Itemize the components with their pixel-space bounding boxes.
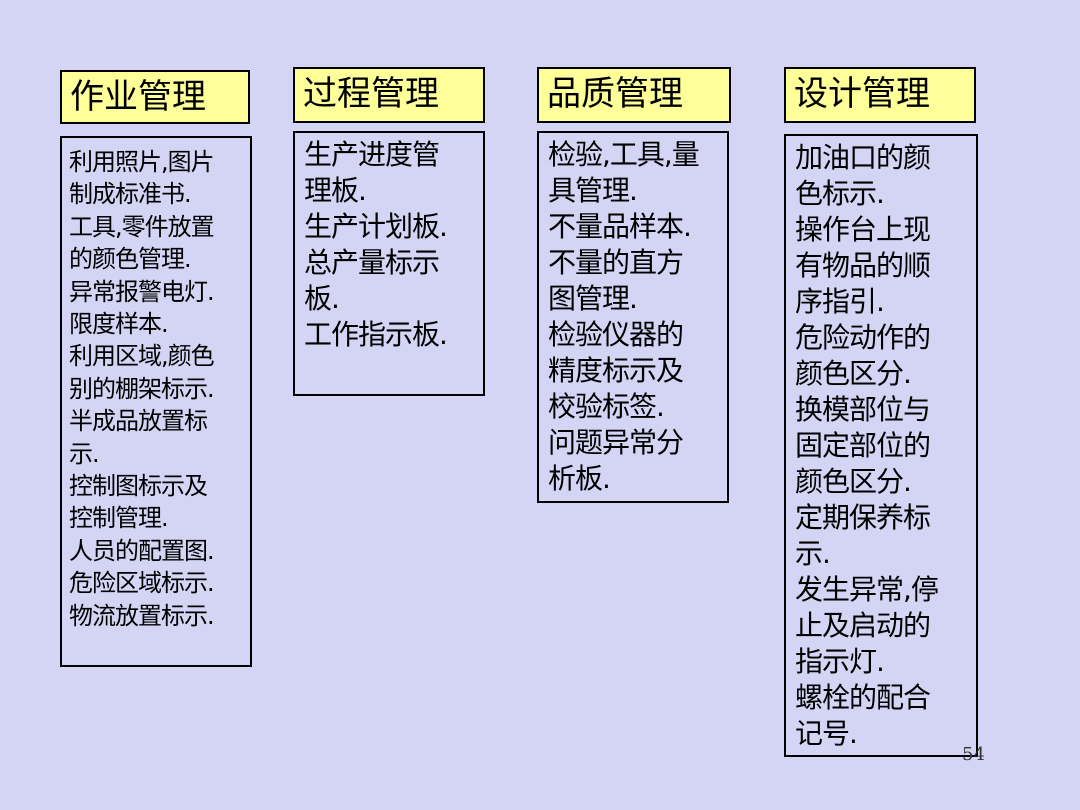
list-item: 控制图标示及 — [69, 472, 208, 501]
list-item: 制成标准书. — [69, 180, 192, 209]
list-item: 工具,零件放置 — [69, 212, 215, 241]
column-box-design-management: 加油口的颜 色标示. 操作台上现 有物品的顺 序指引. 危险动作的 颜色区分. … — [784, 134, 978, 757]
column-header-operation-management: 作业管理 — [60, 70, 250, 124]
list-item: 的颜色管理. — [69, 245, 192, 274]
list-item: 具管理. — [548, 174, 638, 207]
list-item: 换模部位与 — [795, 393, 931, 426]
list-item: 板. — [304, 282, 340, 315]
list-item: 记号. — [795, 717, 858, 750]
list-item: 利用照片,图片 — [69, 148, 215, 176]
list-item: 生产进度管 — [304, 138, 440, 171]
list-item: 危险区域标示. — [69, 569, 215, 598]
list-item: 人员的配置图. — [69, 536, 215, 565]
list-item: 不量品样本. — [548, 210, 692, 243]
column-box-operation-management: 利用照片,图片 制成标准书. 工具,零件放置 的颜色管理. 异常报警电灯. 限度… — [60, 136, 252, 667]
list-item: 精度标示及 — [548, 354, 684, 387]
column-box-quality-management: 检验,工具,量 具管理. 不量品样本. 不量的直方 图管理. 检验仪器的 精度标… — [537, 131, 729, 503]
list-item: 危险动作的 — [795, 321, 931, 354]
list-item: 析板. — [548, 462, 611, 495]
column-header-design-management: 设计管理 — [784, 67, 976, 123]
list-item: 止及启动的 — [795, 609, 931, 642]
list-item: 不量的直方 — [548, 246, 684, 279]
list-item: 示. — [69, 439, 100, 468]
list-item: 异常报警电灯. — [69, 277, 215, 306]
list-item: 检验仪器的 — [548, 318, 684, 351]
column-box-process-management: 生产进度管 理板. 生产计划板. 总产量标示 板. 工作指示板. — [293, 131, 485, 396]
list-item: 图管理. — [548, 282, 638, 315]
column-header-process-management: 过程管理 — [293, 67, 485, 123]
list-item: 利用区域,颜色 — [69, 342, 215, 371]
list-item: 发生异常,停 — [795, 573, 939, 606]
list-item: 示. — [795, 537, 831, 570]
list-item: 操作台上现 — [795, 213, 931, 246]
list-item: 别的棚架标示. — [69, 374, 215, 403]
list-item: 物流放置标示. — [69, 601, 215, 630]
list-item: 总产量标示 — [304, 246, 440, 279]
list-item: 固定部位的 — [795, 429, 931, 462]
list-item: 理板. — [304, 174, 367, 207]
list-item: 限度样本. — [69, 310, 169, 339]
list-item: 问题异常分 — [548, 426, 684, 459]
list-item: 检验,工具,量 — [548, 138, 700, 171]
column-header-quality-management: 品质管理 — [537, 67, 731, 123]
list-item: 螺栓的配合 — [795, 681, 931, 714]
list-item: 颜色区分. — [795, 357, 912, 390]
list-item: 控制管理. — [69, 504, 169, 533]
page-number: 54 — [962, 744, 985, 765]
list-item: 序指引. — [795, 285, 885, 318]
list-item: 半成品放置标 — [69, 407, 208, 436]
list-item: 工作指示板. — [304, 318, 448, 351]
list-item: 加油口的颜 — [795, 141, 931, 174]
list-item: 有物品的顺 — [795, 249, 931, 282]
list-item: 定期保养标 — [795, 501, 931, 534]
list-item: 颜色区分. — [795, 465, 912, 498]
list-item: 校验标签. — [548, 390, 665, 423]
list-item: 指示灯. — [795, 645, 885, 678]
list-item: 生产计划板. — [304, 210, 448, 243]
list-item: 色标示. — [795, 177, 885, 210]
